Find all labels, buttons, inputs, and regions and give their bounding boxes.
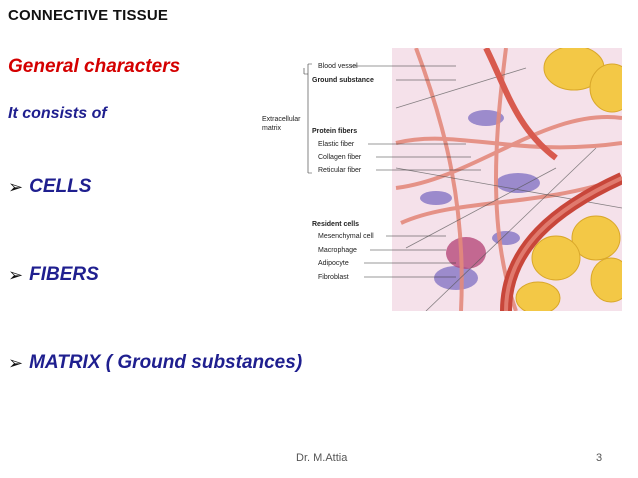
slide-title: CONNECTIVE TISSUE bbox=[8, 7, 169, 24]
label-mesenchymal-cell: Mesenchymal cell bbox=[318, 233, 374, 240]
bullet-fibers: ➢ FIBERS bbox=[8, 264, 99, 286]
label-resident-cells: Resident cells bbox=[312, 221, 359, 228]
label-protein-fibers: Protein fibers bbox=[312, 128, 357, 135]
collagen-fibers bbox=[395, 48, 622, 311]
resident-cells bbox=[420, 110, 540, 290]
label-fibroblast: Fibroblast bbox=[318, 274, 349, 281]
label-ground-substance: Ground substance bbox=[312, 77, 374, 84]
arrow-bullet-icon: ➢ bbox=[8, 176, 24, 197]
label-collagen-fiber: Collagen fiber bbox=[318, 154, 362, 161]
connective-tissue-figure: Extracellular matrix Blood vessel Ground… bbox=[256, 48, 622, 311]
page-number: 3 bbox=[596, 452, 603, 464]
arrow-bullet-icon: ➢ bbox=[8, 264, 24, 285]
label-elastic-fiber: Elastic fiber bbox=[318, 141, 355, 148]
footer-author: Dr. M.Attia bbox=[296, 452, 348, 464]
intro-text: It consists of bbox=[8, 105, 107, 122]
bullet-label: CELLS bbox=[29, 176, 92, 197]
bullet-cells: ➢ CELLS bbox=[8, 176, 91, 198]
label-blood-vessel: Blood vessel bbox=[318, 63, 358, 70]
bullet-matrix: ➢ MATRIX ( Ground substances) bbox=[8, 352, 302, 374]
leader-lines bbox=[303, 63, 481, 278]
bullet-label: FIBERS bbox=[29, 264, 99, 285]
arrow-bullet-icon: ➢ bbox=[8, 352, 24, 373]
figure-side-label: matrix bbox=[262, 125, 282, 132]
tissue-illustration bbox=[392, 48, 622, 311]
label-macrophage: Macrophage bbox=[318, 247, 357, 254]
macrophage-cell bbox=[446, 237, 486, 269]
label-adipocyte: Adipocyte bbox=[318, 260, 349, 267]
label-reticular-fiber: Reticular fiber bbox=[318, 167, 362, 174]
adipocyte-cluster bbox=[515, 48, 622, 311]
bullet-label: MATRIX ( Ground substances) bbox=[29, 352, 303, 373]
figure-side-label: Extracellular bbox=[262, 116, 301, 123]
slide-subtitle: General characters bbox=[8, 56, 181, 77]
label-panel bbox=[256, 48, 396, 311]
